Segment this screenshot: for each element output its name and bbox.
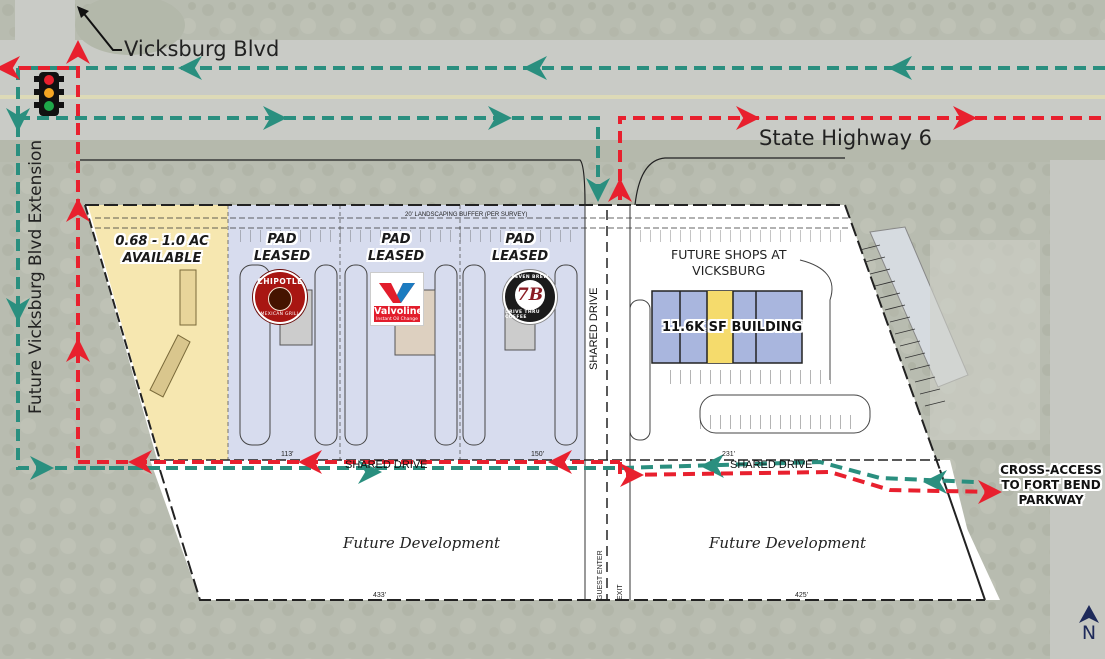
route-arrow-icon <box>6 108 30 132</box>
route-arrow-icon <box>888 56 912 80</box>
shops-building <box>651 290 803 364</box>
vicksburg-pointer-arrow <box>77 6 122 51</box>
shared-drive-label-right: SHARED DRIVE <box>730 459 813 471</box>
cross-access-label: CROSS-ACCESS TO FORT BEND PARKWAY <box>1000 463 1102 507</box>
route-arrow-icon <box>0 56 20 80</box>
seven-brew-logo: SEVEN BREW 7B DRIVE THRU COFFEE <box>503 270 557 324</box>
route-arrow-icon <box>953 106 977 130</box>
pad-sevenbrew-label: PAD LEASED <box>491 232 549 264</box>
route-arrow-icon <box>488 106 512 130</box>
route-arrow-icon <box>298 450 322 474</box>
pad-valvoline-label: PAD LEASED <box>367 232 425 264</box>
route-arrow-icon <box>978 480 1002 504</box>
route-layer <box>0 40 1105 504</box>
inbound-route-line <box>618 116 1105 200</box>
exit-label: EXIT <box>617 584 624 600</box>
future-shops-label: FUTURE SHOPS AT VICKSBURG <box>668 247 790 279</box>
chipotle-pepper-icon <box>268 287 292 311</box>
traffic-light-icon <box>34 72 64 116</box>
route-arrow-icon <box>66 198 90 222</box>
dimension-label: 433' <box>373 592 387 599</box>
route-arrow-icon <box>523 56 547 80</box>
route-arrow-icon <box>548 450 572 474</box>
route-arrow-icon <box>700 454 724 478</box>
dimension-label: 231' <box>722 451 736 458</box>
guest-enter-label: GUEST ENTER <box>597 550 604 600</box>
route-arrow-icon <box>178 56 202 80</box>
vicksburg-blvd-label: Vicksburg Blvd <box>124 37 280 61</box>
chipotle-logo: CHIPOTLE MEXICAN GRILL <box>253 270 307 324</box>
pad-chipotle-label: PAD LEASED <box>253 232 311 264</box>
route-arrow-icon <box>586 178 610 202</box>
inbound-route-line <box>0 66 80 462</box>
route-arrow-icon <box>358 460 382 484</box>
route-arrow-icon <box>6 298 30 322</box>
route-arrow-icon <box>263 106 287 130</box>
dimension-label: 150' <box>531 451 545 458</box>
shared-drive-label-left: SHARED DRIVE <box>345 459 428 471</box>
route-arrow-icon <box>736 106 760 130</box>
route-arrow-icon <box>66 338 90 362</box>
future-extension-label: Future Vicksburg Blvd Extension <box>26 139 46 414</box>
route-arrow-icon <box>608 178 632 202</box>
route-arrow-icon <box>66 40 90 64</box>
route-arrow-icon <box>923 470 947 494</box>
shared-drive-label-vertical: SHARED DRIVE <box>588 287 600 370</box>
outbound-route-line <box>18 116 600 200</box>
future-development-left: Future Development <box>343 534 501 552</box>
state-highway-label: State Highway 6 <box>759 126 933 150</box>
route-arrow-icon <box>620 463 644 487</box>
route-arrow-icon <box>128 450 152 474</box>
valvoline-logo: Valvoline Instant Oil Change <box>370 272 424 326</box>
dimension-label: 425' <box>795 592 809 599</box>
valvoline-v-icon <box>379 283 415 303</box>
north-arrow-icon: N <box>1078 605 1100 643</box>
building-size-label: 11.6K SF BUILDING <box>662 320 803 335</box>
dimension-label: 113' <box>281 451 294 458</box>
available-pad-area <box>88 205 228 460</box>
landscaping-buffer-label: 20' LANDSCAPING BUFFER (PER SURVEY) <box>405 212 528 218</box>
pad-available-label: 0.68 - 1.0 AC AVAILABLE <box>115 234 209 266</box>
route-arrow-icon <box>30 456 54 480</box>
inbound-route-line <box>618 462 996 494</box>
future-development-right: Future Development <box>709 534 867 552</box>
outbound-route-line <box>90 459 976 484</box>
